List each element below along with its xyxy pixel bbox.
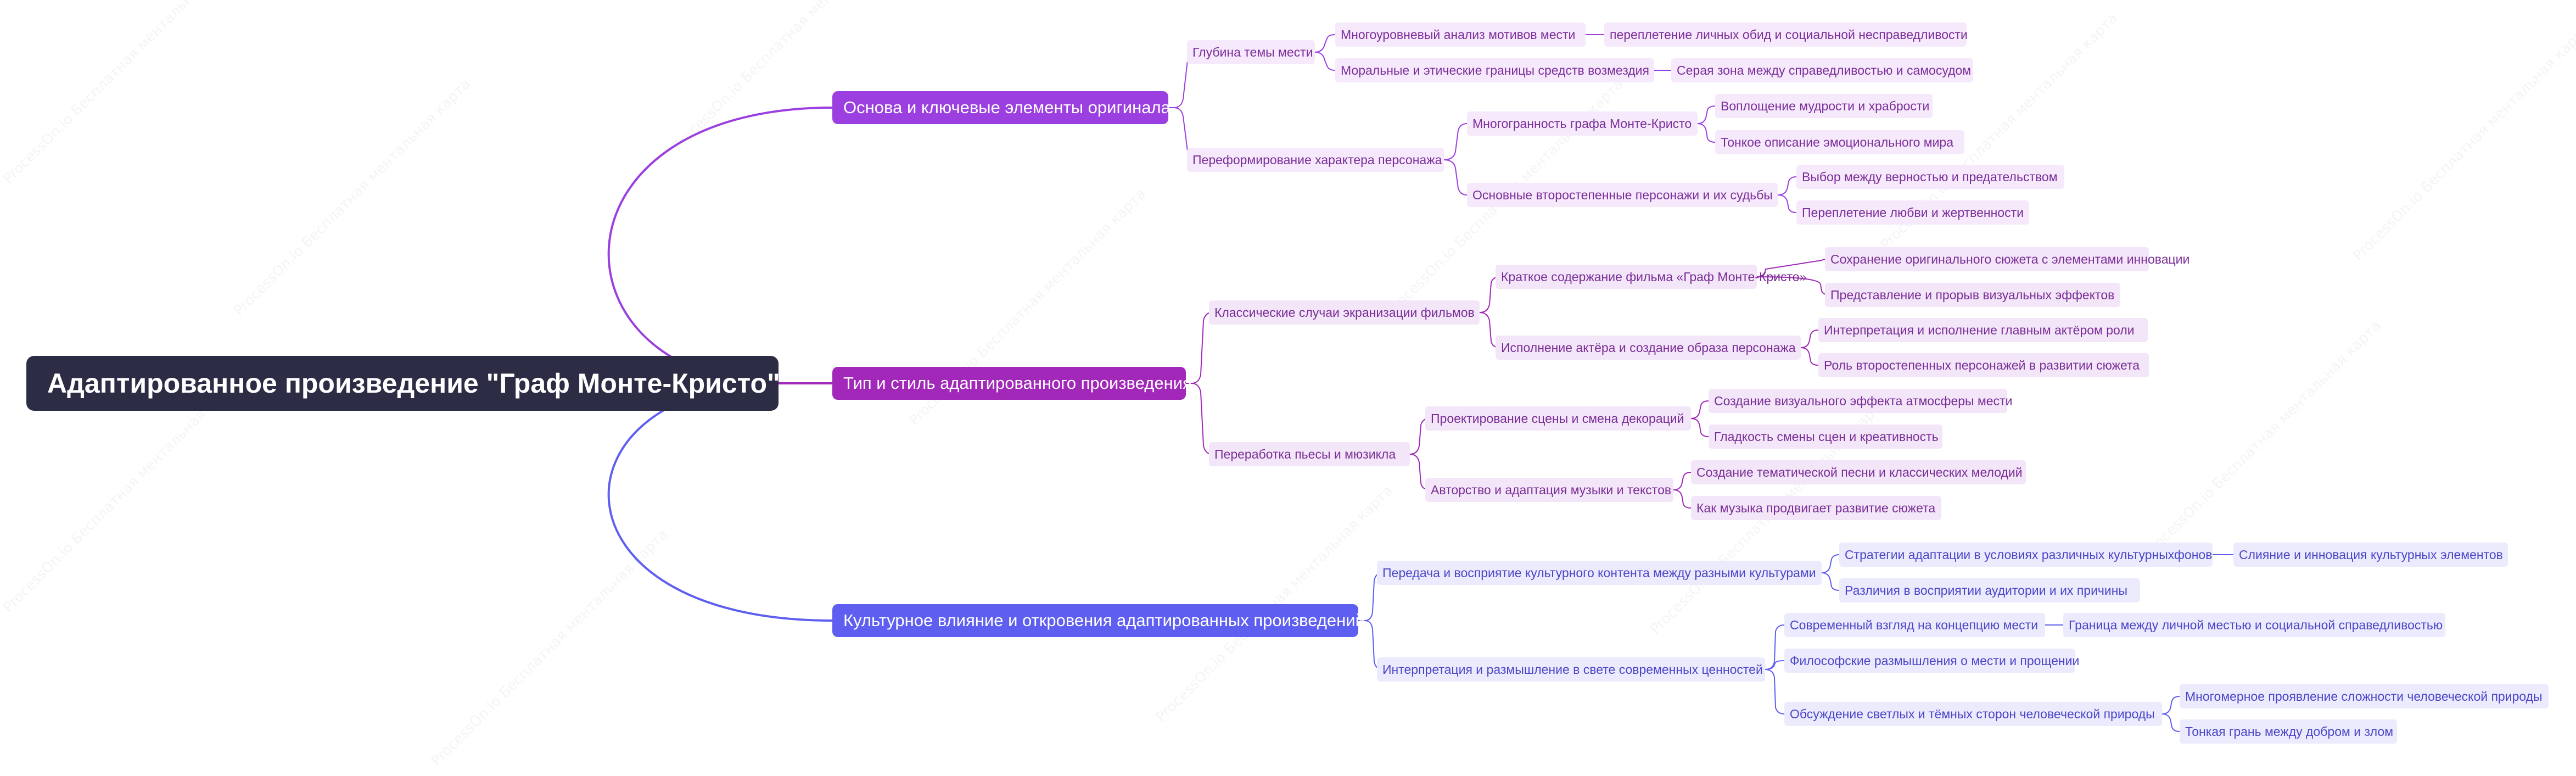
leaf-personal-vs-social[interactable]: Граница между личной местью и социальной… [2063, 613, 2445, 637]
watermark-text: ProcessOn.io Бесплатная ментальная карта [670, 0, 914, 155]
link-b2-c1-g2-l2 [1800, 347, 1819, 366]
link-b2-c1-g2-l1 [1800, 330, 1819, 348]
subtopic-adaptation-strategies[interactable]: Стратегии адаптации в условиях различных… [1839, 543, 2213, 567]
link-b3-c2-g3-l2 [2161, 713, 2180, 732]
leaf-love-sacrifice[interactable]: Переплетение любви и жертвенности [1796, 200, 2029, 225]
link-b2-c2-g2-l1 [1673, 472, 1692, 490]
watermark-text: ProcessOn.io Бесплатная ментальная карта [0, 0, 244, 188]
link-b3-c2-g2 [1765, 660, 1785, 670]
watermark-text: ProcessOn.io Бесплатная ментальная карта [231, 76, 474, 320]
subtopic-actor-performance[interactable]: Исполнение актёра и создание образа перс… [1496, 336, 1801, 360]
link-b3-c1-g1 [1821, 554, 1840, 573]
branch-cultural-influence[interactable]: Культурное влияние и откровения адаптиро… [832, 604, 1365, 637]
link-b1-c1-g2 [1314, 52, 1336, 71]
topic-cross-cultural-transfer[interactable]: Передача и восприятие культурного контен… [1377, 561, 1822, 585]
subtopic-audience-differences[interactable]: Различия в восприятии аудитории и их при… [1839, 578, 2140, 602]
subtopic-count-multifaceted[interactable]: Многогранность графа Монте-Кристо [1467, 111, 1698, 136]
link-b1-c2-g1 [1443, 123, 1468, 160]
link-b1-c2-g2-l2 [1777, 194, 1797, 213]
leaf-lead-actor-role[interactable]: Интерпретация и исполнение главным актёр… [1818, 318, 2148, 342]
link-b1-c2-g1-l1 [1697, 105, 1716, 124]
subtopic-philosophy-forgiveness[interactable]: Философские размышления о мести и прощен… [1784, 649, 2079, 673]
subtopic-revenge-motives[interactable]: Многоуровневый анализ мотивов мести [1335, 23, 1586, 47]
watermark-text: ProcessOn.io Бесплатная ментальная карта [428, 526, 672, 770]
link-b2-c2-g2-l2 [1673, 489, 1692, 509]
subtopic-modern-revenge[interactable]: Современный взгляд на концепцию мести [1784, 613, 2045, 637]
subtopic-music-lyrics[interactable]: Авторство и адаптация музыки и текстов [1425, 478, 1673, 502]
link-b2-c2-g1-l2 [1690, 418, 1709, 437]
link-b1-c2-g2-l1 [1777, 176, 1797, 196]
leaf-emotional-world[interactable]: Тонкое описание эмоционального мира [1715, 130, 1964, 154]
leaf-personal-grievances[interactable]: переплетение личных обид и социальной не… [1604, 23, 1968, 47]
leaf-cultural-fusion[interactable]: Слияние и инновация культурных элементов [2233, 543, 2508, 567]
link-b3-c2-g3-l1 [2161, 696, 2180, 714]
link-b1-c2-g2 [1443, 159, 1468, 196]
link-b3-c1-g2 [1821, 572, 1840, 591]
watermark-text: ProcessOn.io Бесплатная ментальная карта [2141, 317, 2385, 561]
leaf-scene-transitions[interactable]: Гладкость смены сцен и креативность [1709, 425, 1942, 449]
link-b1-c1-g1 [1314, 34, 1336, 53]
leaf-theme-song[interactable]: Создание тематической песни и классическ… [1691, 460, 2026, 484]
link-b2-c2-g1-l1 [1690, 400, 1709, 419]
leaf-complexity-human-nature[interactable]: Многомерное проявление сложности человеч… [2180, 684, 2549, 708]
link-b3-c2-g1 [1765, 624, 1785, 670]
leaf-good-evil-line[interactable]: Тонкая грань между добром и злом [2180, 719, 2397, 744]
link-b1-c2-g1-l2 [1697, 123, 1716, 143]
topic-play-musical[interactable]: Переработка пьесы и мюзикла [1209, 442, 1410, 466]
link-root-b3 [607, 382, 833, 622]
link-root-b1 [607, 107, 833, 384]
leaf-music-plot[interactable]: Как музыка продвигает развитие сюжета [1691, 496, 1941, 520]
leaf-gray-zone[interactable]: Серая зона между справедливостью и самос… [1671, 58, 1973, 82]
topic-revenge-depth[interactable]: Глубина темы мести [1187, 40, 1315, 64]
subtopic-film-summary[interactable]: Краткое содержание фильма «Граф Монте-Кр… [1496, 265, 1806, 289]
branch-adaptation-types[interactable]: Тип и стиль адаптированного произведения [832, 367, 1192, 400]
root-node[interactable]: Адаптированное произведение "Граф Монте-… [26, 356, 780, 411]
leaf-loyalty-betrayal[interactable]: Выбор между верностью и предательством [1796, 165, 2064, 189]
topic-film-adaptations[interactable]: Классические случаи экранизации фильмов [1209, 300, 1480, 325]
leaf-visual-effects[interactable]: Представление и прорыв визуальных эффект… [1825, 283, 2120, 307]
branch-original-elements[interactable]: Основа и ключевые элементы оригинала [832, 91, 1171, 124]
link-b3-c2-g3 [1765, 669, 1785, 714]
subtopic-stage-design[interactable]: Проектирование сцены и смена декораций [1425, 406, 1691, 431]
topic-character-reshaping[interactable]: Переформирование характера персонажа [1187, 148, 1444, 172]
watermark-text: ProcessOn.io Бесплатная ментальная карта [2350, 21, 2576, 265]
link-b2-c1 [1186, 312, 1213, 384]
subtopic-secondary-characters[interactable]: Основные второстепенные персонажи и их с… [1467, 183, 1778, 207]
leaf-wisdom-bravery[interactable]: Воплощение мудрости и храбрости [1715, 94, 1933, 118]
leaf-secondary-roles-plot[interactable]: Роль второстепенных персонажей в развити… [1818, 353, 2149, 377]
topic-modern-values[interactable]: Интерпретация и размышление в свете совр… [1377, 657, 1765, 682]
subtopic-human-nature[interactable]: Обсуждение светлых и тёмных сторон челов… [1784, 702, 2162, 726]
leaf-original-plot-innovation[interactable]: Сохранение оригинального сюжета с элемен… [1825, 247, 2189, 271]
subtopic-moral-boundaries[interactable]: Моральные и этические границы средств во… [1335, 58, 1654, 82]
leaf-revenge-atmosphere[interactable]: Создание визуального эффекта атмосферы м… [1709, 389, 2012, 413]
